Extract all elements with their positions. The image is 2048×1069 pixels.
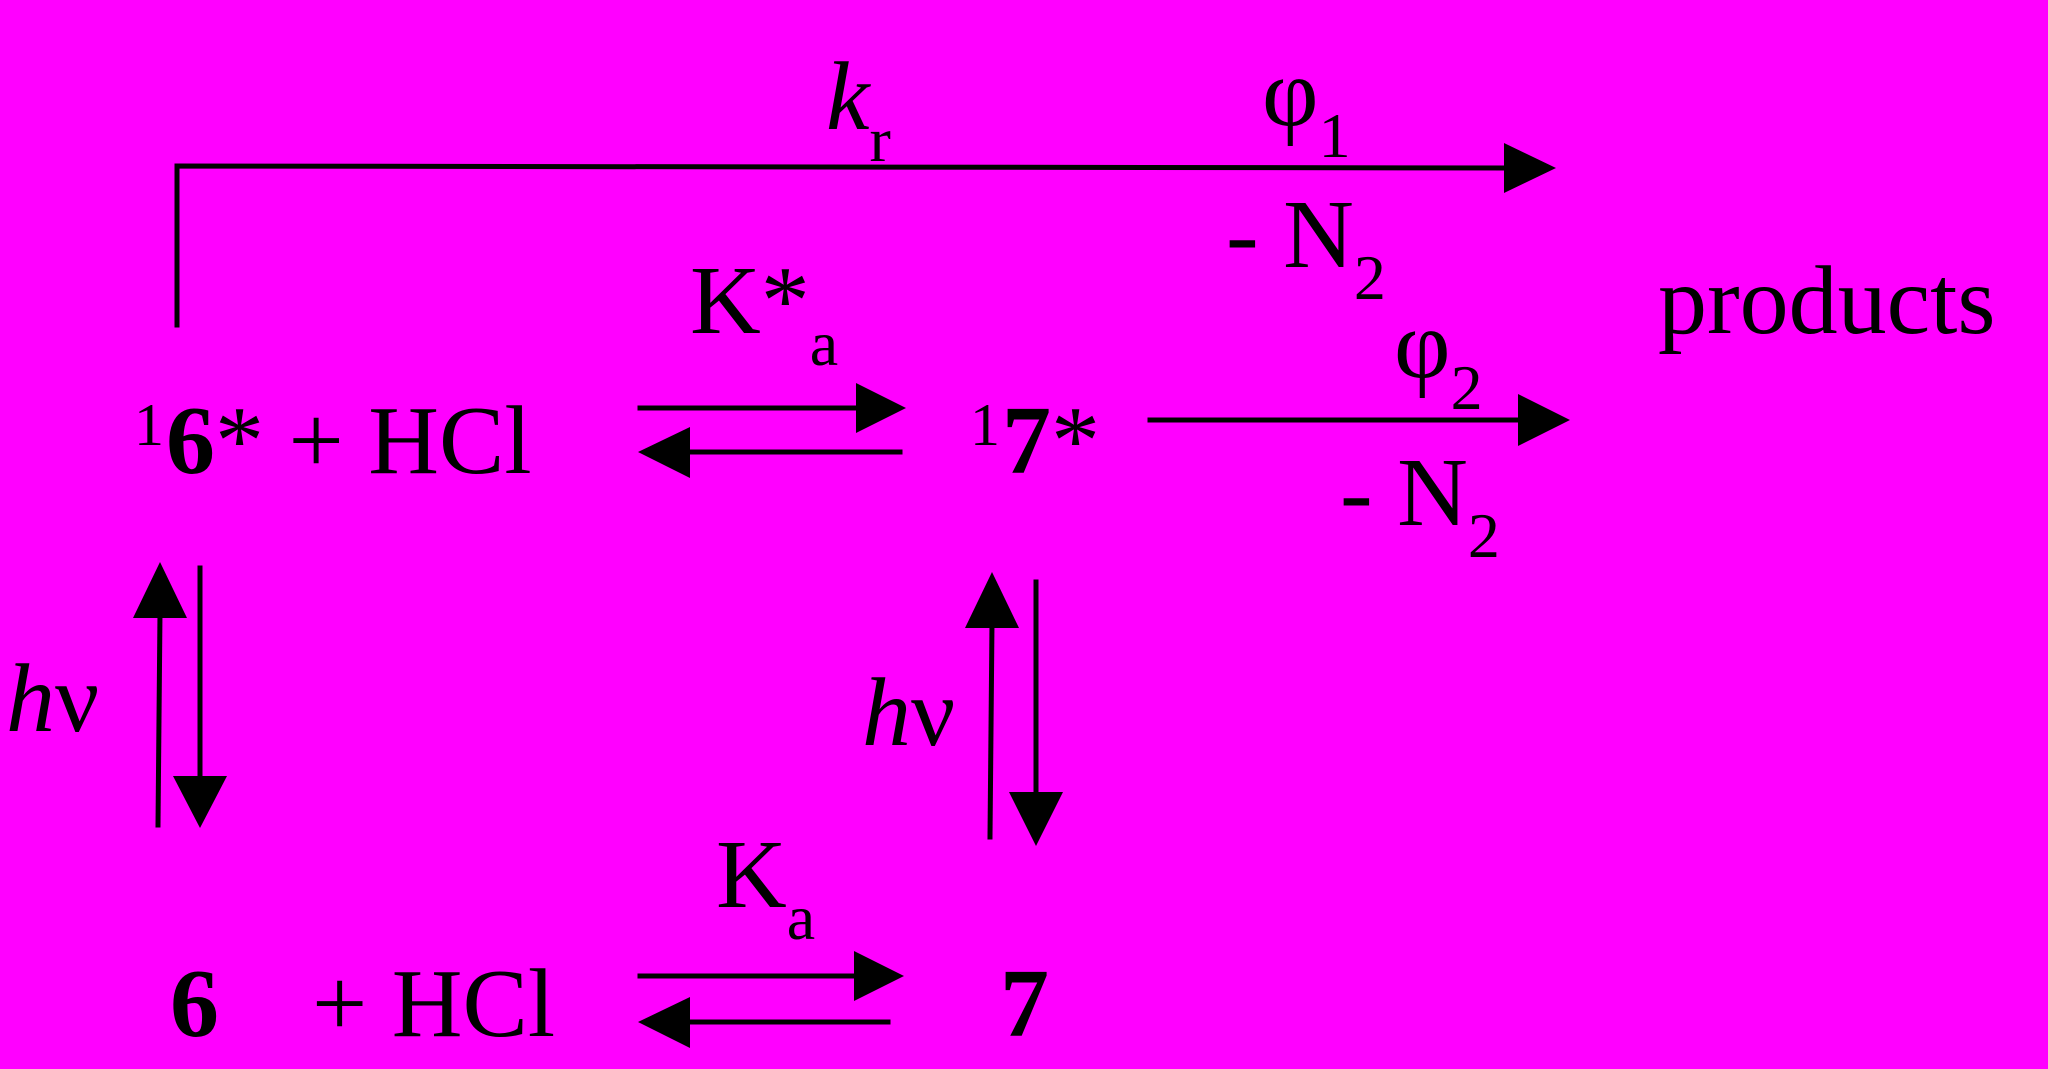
- ground-forward-arrowhead: [854, 951, 904, 1001]
- photon-right-label: hν: [862, 659, 956, 767]
- excited-equilibrium-constant-label: K*a: [690, 247, 839, 379]
- phi2-arrowhead: [1518, 394, 1570, 446]
- photon-left-label: hν: [6, 645, 100, 753]
- ground-reverse-arrowhead: [638, 997, 690, 1048]
- rate-constant-label: kr: [826, 43, 891, 175]
- excited-product: 17*: [970, 387, 1100, 495]
- left-excitation-arrow: [155, 609, 163, 828]
- excited-reactant: 16* + HCl: [134, 387, 532, 495]
- ground-reactant-reagent: + HCl: [312, 950, 556, 1058]
- kr-arrowhead: [1504, 143, 1556, 193]
- right-excitation-arrow: [987, 619, 995, 840]
- right-up-arrowhead: [965, 572, 1019, 628]
- left-down-arrowhead: [173, 776, 227, 828]
- quantum-yield-1-label: φ1: [1262, 39, 1351, 171]
- nitrogen-loss-label-1: - N2: [1226, 181, 1386, 313]
- products-label: products: [1658, 247, 1996, 355]
- nitrogen-loss-label-2: - N2: [1340, 439, 1500, 571]
- quantum-yield-2-label: φ2: [1394, 291, 1483, 423]
- excited-forward-arrowhead: [856, 383, 906, 433]
- ground-reactant-compound: 6: [170, 950, 219, 1058]
- right-down-arrowhead: [1009, 792, 1063, 846]
- kr-pathway-arrow: [174, 163, 1513, 328]
- left-up-arrowhead: [133, 562, 187, 618]
- excited-reverse-arrowhead: [638, 427, 690, 478]
- ground-product-compound: 7: [1000, 950, 1049, 1058]
- ground-equilibrium-constant-label: Ka: [716, 821, 816, 953]
